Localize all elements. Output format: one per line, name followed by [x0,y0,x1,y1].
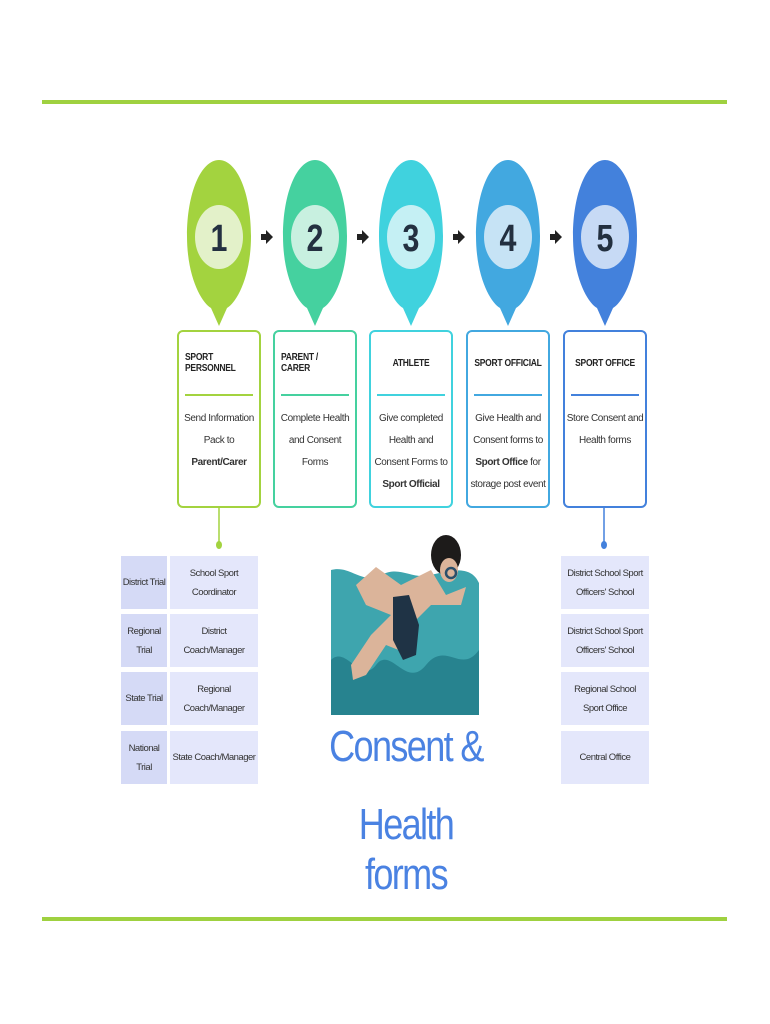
step-5-marker: 5 [570,158,640,330]
step-4-marker: 4 [473,158,543,330]
role-label: PARENT / CARER [281,332,349,396]
step-1-marker: 1 [184,158,254,330]
desc-text: Send Information Pack to [184,413,254,446]
step-5-card: SPORT OFFICE Store Consent and Health fo… [563,330,647,508]
step-number: 5 [597,218,614,260]
role-label: SPORT OFFICIAL [474,332,542,396]
desc-text: Complete Health and Consent Forms [280,413,350,468]
personnel-cell: District Coach/Manager [170,614,258,667]
step-description: Complete Health and Consent Forms [275,396,355,474]
step-description: Send Information Pack to Parent/Carer [179,396,259,474]
personnel-cell: Regional Coach/Manager [170,672,258,725]
trial-cell: National Trial [121,731,167,784]
role-label: SPORT OFFICE [571,332,639,396]
role-label: ATHLETE [377,332,445,396]
arrow-right-icon [550,229,562,245]
desc-bold: Parent/Carer [191,457,247,468]
desc-bold: Sport Office [475,457,528,468]
role-label: SPORT PERSONNEL [185,332,253,396]
step-description: Store Consent and Health forms [565,396,645,452]
trial-cell: Regional Trial [121,614,167,667]
personnel-cell: State Coach/Manager [170,731,258,784]
office-cell: District School Sport Officers' School [561,556,649,609]
title-line-1: Consent & [329,722,484,771]
trial-cell: State Trial [121,672,167,725]
step-description: Give completed Health and Consent Forms … [371,396,451,496]
step-description: Give Health and Consent forms to Sport O… [468,396,548,496]
desc-text: Give completed Health and Consent Forms … [374,413,448,468]
office-cell: District School Sport Officers' School [561,614,649,667]
swimmer-illustration [331,535,479,715]
desc-text: Give Health and Consent forms to [473,413,543,446]
bottom-rule [42,917,727,921]
step-1-card: SPORT PERSONNEL Send Information Pack to… [177,330,261,508]
step-number: 4 [500,218,517,260]
arrow-right-icon [357,229,369,245]
desc-bold: Sport Official [382,479,440,490]
step-2-card: PARENT / CARER Complete Health and Conse… [273,330,357,508]
step-2-marker: 2 [280,158,350,330]
desc-text: Store Consent and Health forms [566,413,644,446]
title-line-2: Health forms [358,800,455,899]
arrow-right-icon [261,229,273,245]
desc-text: for storage post event [470,457,546,490]
left-connector-dot [216,541,222,549]
office-cell: Regional School Sport Office [561,672,649,725]
step-number: 1 [211,218,228,260]
top-rule [42,100,727,104]
step-4-card: SPORT OFFICIAL Give Health and Consent f… [466,330,550,508]
trial-cell: District Trial [121,556,167,609]
step-3-marker: 3 [376,158,446,330]
office-cell: Central Office [561,731,649,784]
arrow-right-icon [453,229,465,245]
right-connector-dot [601,541,607,549]
step-number: 2 [307,218,324,260]
step-number: 3 [403,218,420,260]
personnel-cell: School Sport Coordinator [170,556,258,609]
step-3-card: ATHLETE Give completed Health and Consen… [369,330,453,508]
